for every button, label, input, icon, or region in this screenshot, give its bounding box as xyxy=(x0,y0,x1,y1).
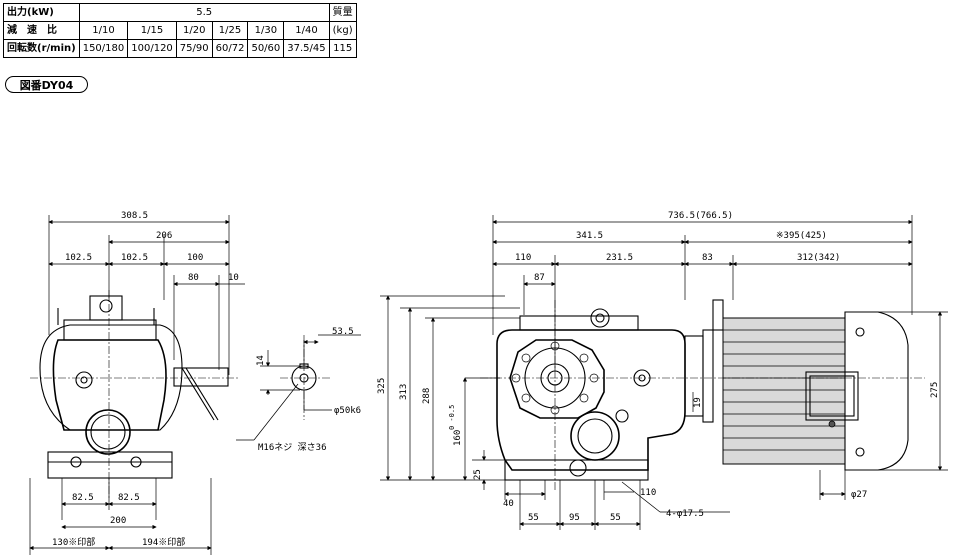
dim-front-total: 736.5(766.5) xyxy=(668,211,733,221)
dim-base-82-5-b: 82.5 xyxy=(118,493,140,503)
dim-shaft-thread: M16ネジ 深さ36 xyxy=(258,442,327,453)
dim-side-total: 308.5 xyxy=(121,211,148,221)
dim-front-341-5: 341.5 xyxy=(576,231,603,241)
dim-height-160: 160 xyxy=(453,430,463,446)
dim-front-87: 87 xyxy=(534,273,545,283)
dim-base-40: 40 xyxy=(503,499,514,509)
dim-base-holes: 4-φ17.5 xyxy=(666,509,704,519)
speed-cell: 37.5/45 xyxy=(283,39,330,58)
dim-base-82-5-a: 82.5 xyxy=(72,493,94,503)
dim-base-55-b: 55 xyxy=(610,513,621,523)
dim-front-231-5: 231.5 xyxy=(606,253,633,263)
dim-side-206: 206 xyxy=(156,231,172,241)
front-view xyxy=(380,215,948,530)
dim-base-200: 200 xyxy=(110,516,126,526)
dim-side-10: 10 xyxy=(228,273,239,283)
dim-height-25: 25 xyxy=(473,469,483,480)
dim-side-80: 80 xyxy=(188,273,199,283)
figure-number-badge: 図番DY04 xyxy=(5,76,88,93)
speed-cell: 150/180 xyxy=(78,39,129,58)
dim-base-95: 95 xyxy=(569,513,580,523)
mass-value: 115 xyxy=(328,39,357,58)
dim-bottom-194: 194※印部 xyxy=(142,536,185,548)
shaft-end-view xyxy=(236,334,361,441)
dim-height-288: 288 xyxy=(422,388,432,404)
spec-table: 出力(kW) 5.5 質量 減 速 比 1/10 1/15 1/20 1/25 … xyxy=(3,3,357,58)
dim-base-55-a: 55 xyxy=(528,513,539,523)
dim-height-313: 313 xyxy=(399,384,409,400)
dim-shaft-53-5: 53.5 xyxy=(332,327,354,337)
speed-label: 回転数(r/min) xyxy=(3,39,80,58)
dim-front-110: 110 xyxy=(515,253,531,263)
dim-side-100: 100 xyxy=(187,253,203,263)
dim-height-160-tolerance: 0 -0.5 xyxy=(448,405,456,430)
dim-height-325: 325 xyxy=(377,378,387,394)
dim-side-102-5-a: 102.5 xyxy=(65,253,92,263)
mass-unit: (kg) xyxy=(328,21,357,40)
dim-height-19: 19 xyxy=(693,397,703,408)
dim-height-275: 275 xyxy=(930,382,940,398)
dim-shaft-14: 14 xyxy=(256,355,266,366)
dim-side-102-5-b: 102.5 xyxy=(121,253,148,263)
dim-shaft-diameter: φ50k6 xyxy=(334,406,361,416)
dim-front-312: 312(342) xyxy=(797,253,840,263)
dim-bottom-130: 130※印部 xyxy=(52,536,95,548)
dim-base-27: φ27 xyxy=(851,490,867,500)
speed-cell: 75/90 xyxy=(175,39,213,58)
dim-front-395: ※395(425) xyxy=(776,231,827,241)
side-view xyxy=(29,215,245,555)
dim-front-83: 83 xyxy=(702,253,713,263)
dim-base-110: 110 xyxy=(640,488,656,498)
